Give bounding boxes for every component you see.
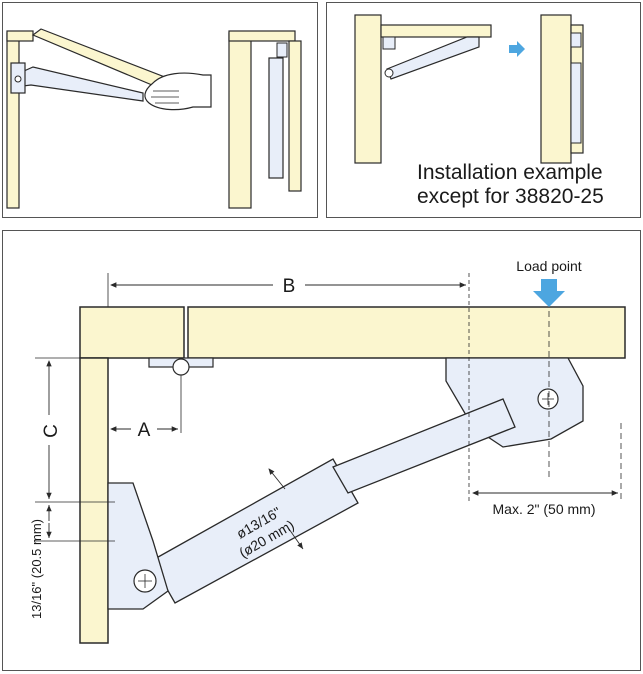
installation-caption: Installation example except for 38820-25 (417, 161, 604, 209)
load-point-arrow-icon (533, 279, 565, 307)
install-lid-open (380, 24, 492, 38)
max-extension-label: Max. 2" (50 mm) (493, 501, 596, 517)
load-point-label: Load point (516, 258, 582, 274)
cabinet-side-board (79, 357, 109, 644)
dimension-b-label: B (283, 276, 296, 297)
dimension-c-label: C (41, 424, 62, 438)
cabinet-left-wall (6, 32, 20, 209)
install-cabinet-closed (540, 14, 572, 164)
caption-line-2: except for 38820-25 (417, 185, 604, 208)
installation-illustration (354, 14, 584, 164)
cabinet-top-left (79, 306, 185, 359)
gas-spring-rod (332, 398, 516, 494)
installation-example-panel: Installation example except for 38820-25 (326, 2, 641, 218)
dimension-a-label: A (138, 420, 151, 441)
operation-illustration-panel (2, 2, 318, 218)
lid-board (187, 306, 626, 359)
dimension-drawing-panel: B Load point A C 13/16" (20.5 mm) ø13/16… (2, 230, 641, 671)
folded-stay (268, 57, 284, 179)
install-cabinet-wall (354, 14, 382, 164)
caption-line-1: Installation example (417, 161, 603, 184)
install-stay-arm (386, 36, 480, 80)
lid-opening-illustration (6, 28, 302, 209)
hinge-pin (172, 358, 190, 376)
cabinet-side-view (228, 32, 252, 209)
closed-lid-side (288, 40, 302, 192)
dimension-drawing: B Load point A C 13/16" (20.5 mm) ø13/16… (29, 258, 626, 644)
thickness-label: 13/16" (20.5 mm) (29, 519, 44, 619)
transition-arrow-icon (509, 41, 525, 57)
